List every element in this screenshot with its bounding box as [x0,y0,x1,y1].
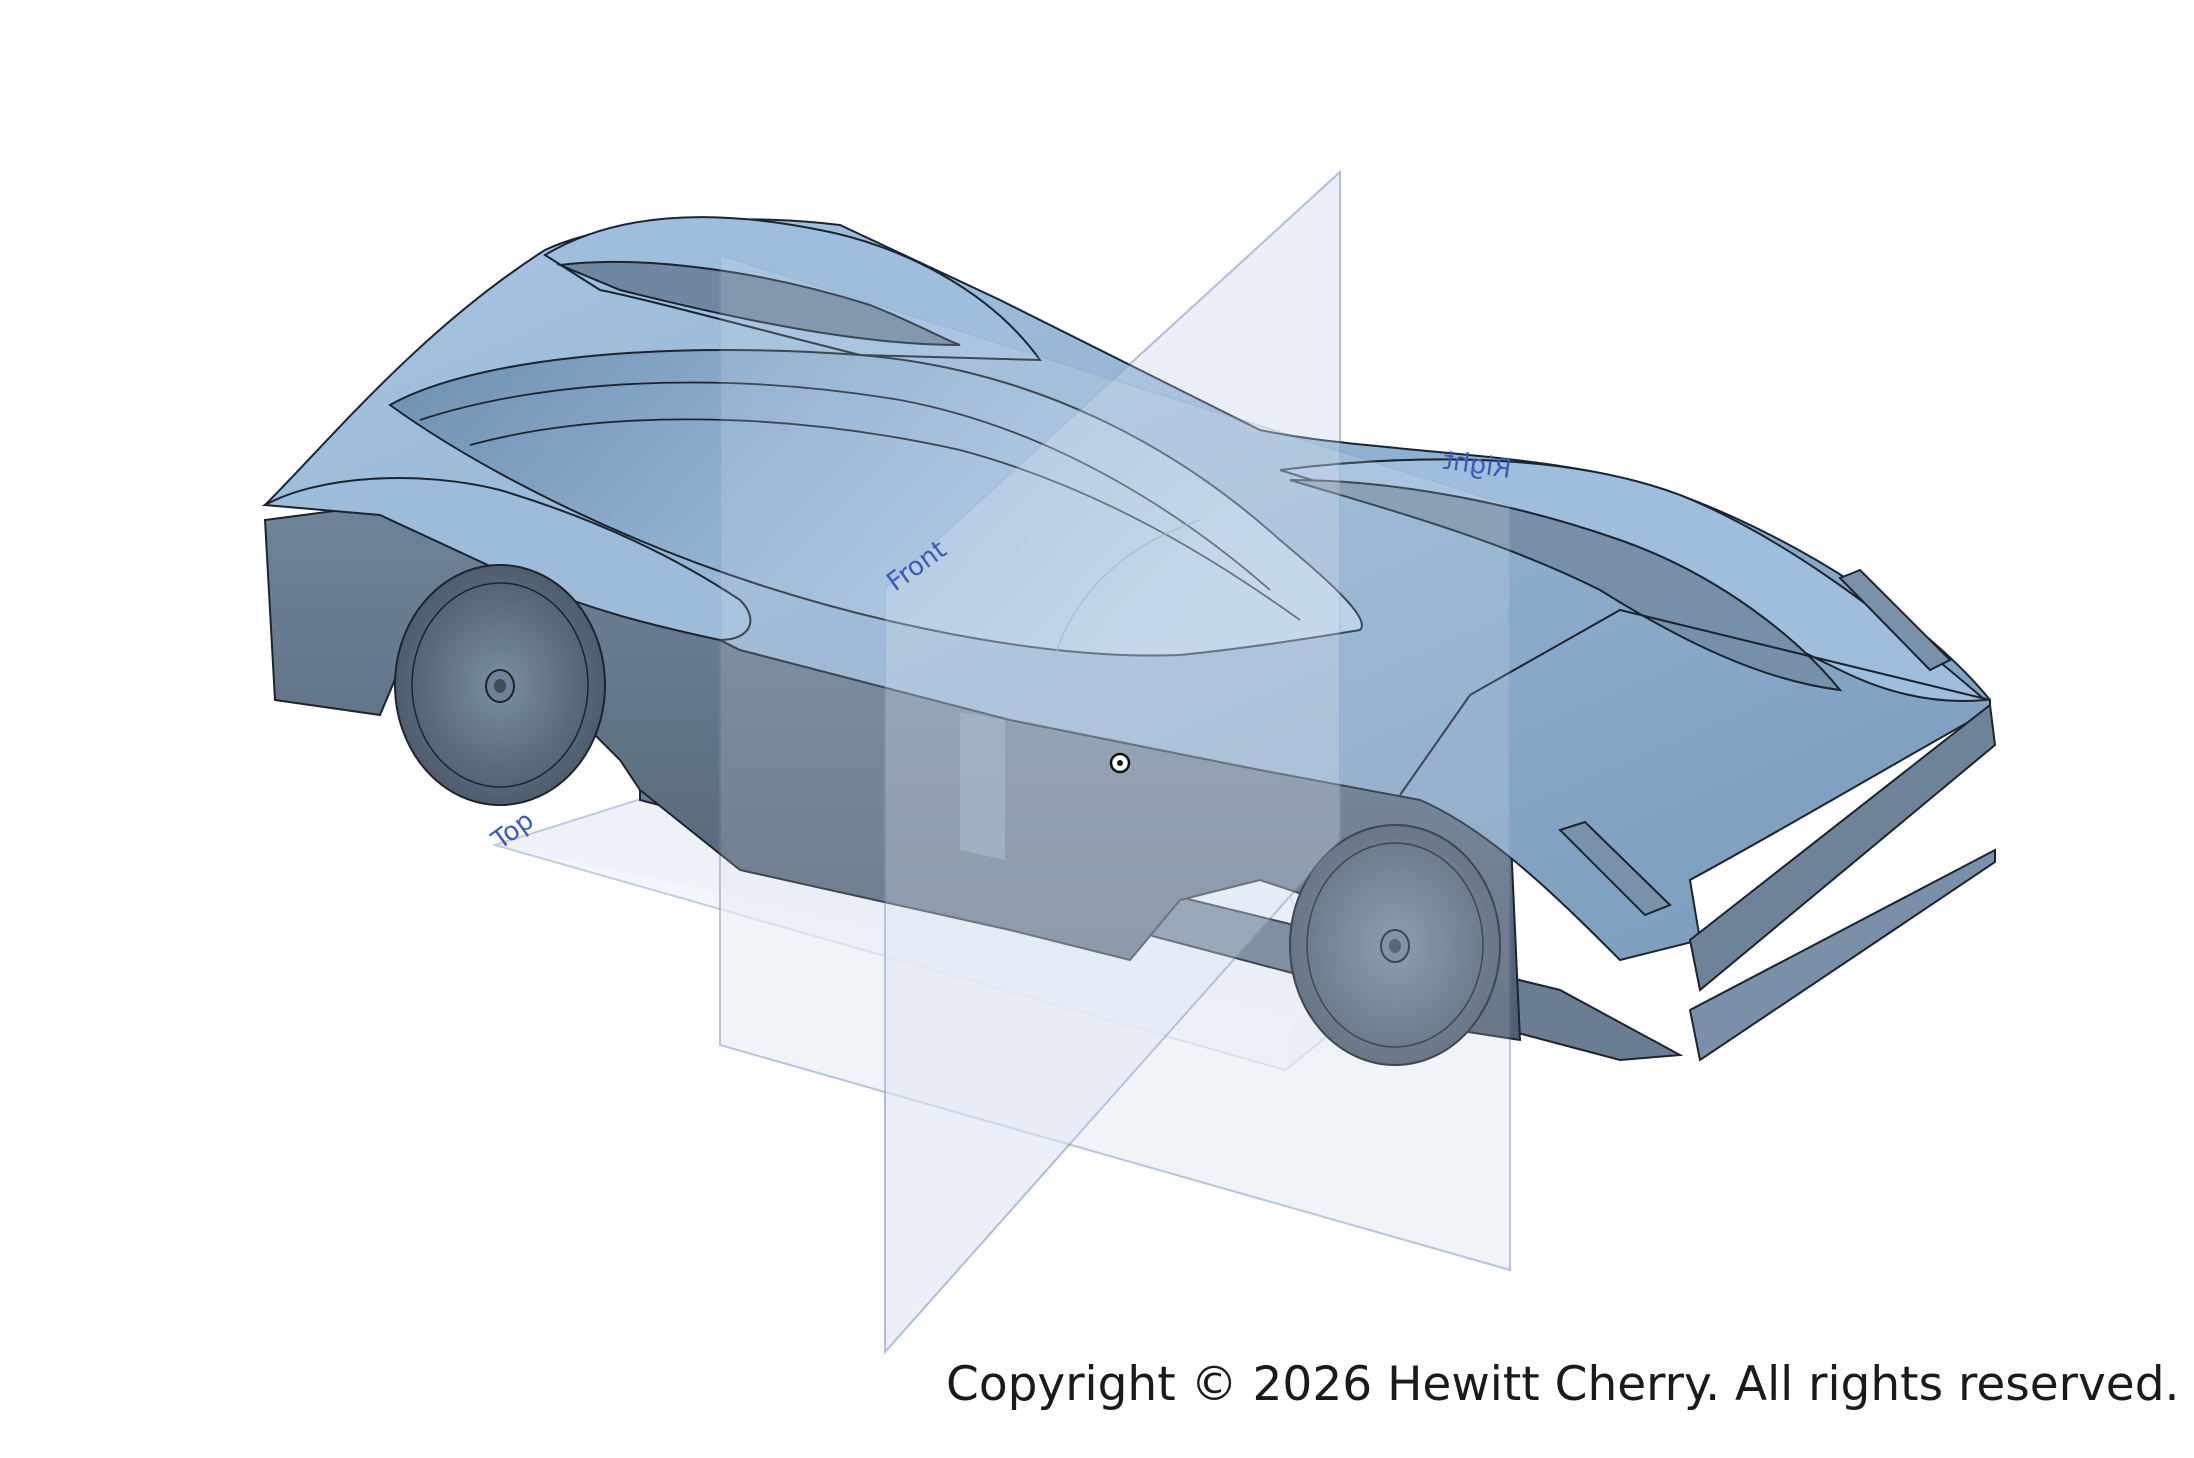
car-model[interactable] [261,216,1997,1066]
front-wheel[interactable] [394,564,606,806]
origin-point-icon[interactable] [1109,752,1131,774]
copyright-notice: Copyright © 2026 Hewitt Cherry. All righ… [946,1357,2180,1412]
rear-wheel[interactable] [1289,824,1501,1066]
